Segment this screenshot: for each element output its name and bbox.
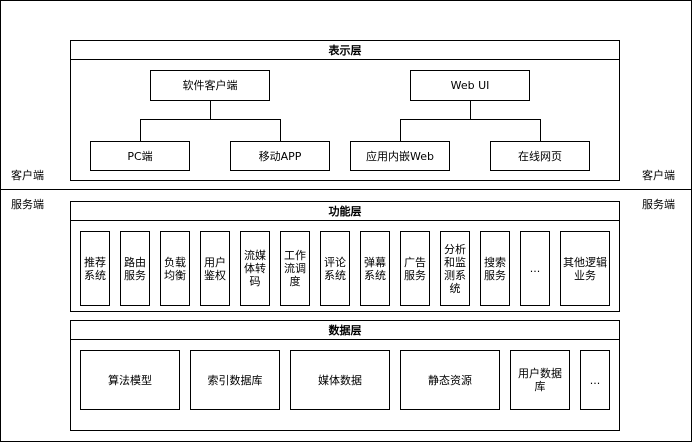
presentation-layer-title: 表示层 [70, 40, 620, 60]
function-item: 分析和监测系统 [440, 231, 470, 306]
data-item: 算法模型 [80, 350, 180, 410]
function-item: 弹幕系统 [360, 231, 390, 306]
function-item: 其他逻辑业务 [560, 231, 610, 306]
client-server-divider [0, 189, 692, 190]
function-item: 工作流调度 [280, 231, 310, 306]
server-label-left: 服务端 [11, 198, 44, 211]
function-item: 广告服务 [400, 231, 430, 306]
online-page-box: 在线网页 [490, 141, 590, 171]
data-item: ... [580, 350, 610, 410]
server-label-right: 服务端 [642, 198, 675, 211]
function-item: 用户鉴权 [200, 231, 230, 306]
embedded-web-box: 应用内嵌Web [350, 141, 450, 171]
client-label-left: 客户端 [11, 169, 44, 182]
function-item: 推荐系统 [80, 231, 110, 306]
function-item: 评论系统 [320, 231, 350, 306]
function-layer-title: 功能层 [70, 201, 620, 221]
function-item: 流媒体转码 [240, 231, 270, 306]
mobile-app-box: 移动APP [230, 141, 330, 171]
pc-client-box: PC端 [90, 141, 190, 171]
data-item: 用户数据库 [510, 350, 570, 410]
function-item: 负载均衡 [160, 231, 190, 306]
software-client-box: 软件客户端 [150, 70, 270, 101]
function-item: ... [520, 231, 550, 306]
data-item: 媒体数据 [290, 350, 390, 410]
data-layer-title: 数据层 [70, 320, 620, 340]
data-item: 静态资源 [400, 350, 500, 410]
web-ui-box: Web UI [410, 70, 530, 101]
function-item: 搜索服务 [480, 231, 510, 306]
client-label-right: 客户端 [642, 169, 675, 182]
data-item: 索引数据库 [190, 350, 280, 410]
function-item: 路由服务 [120, 231, 150, 306]
